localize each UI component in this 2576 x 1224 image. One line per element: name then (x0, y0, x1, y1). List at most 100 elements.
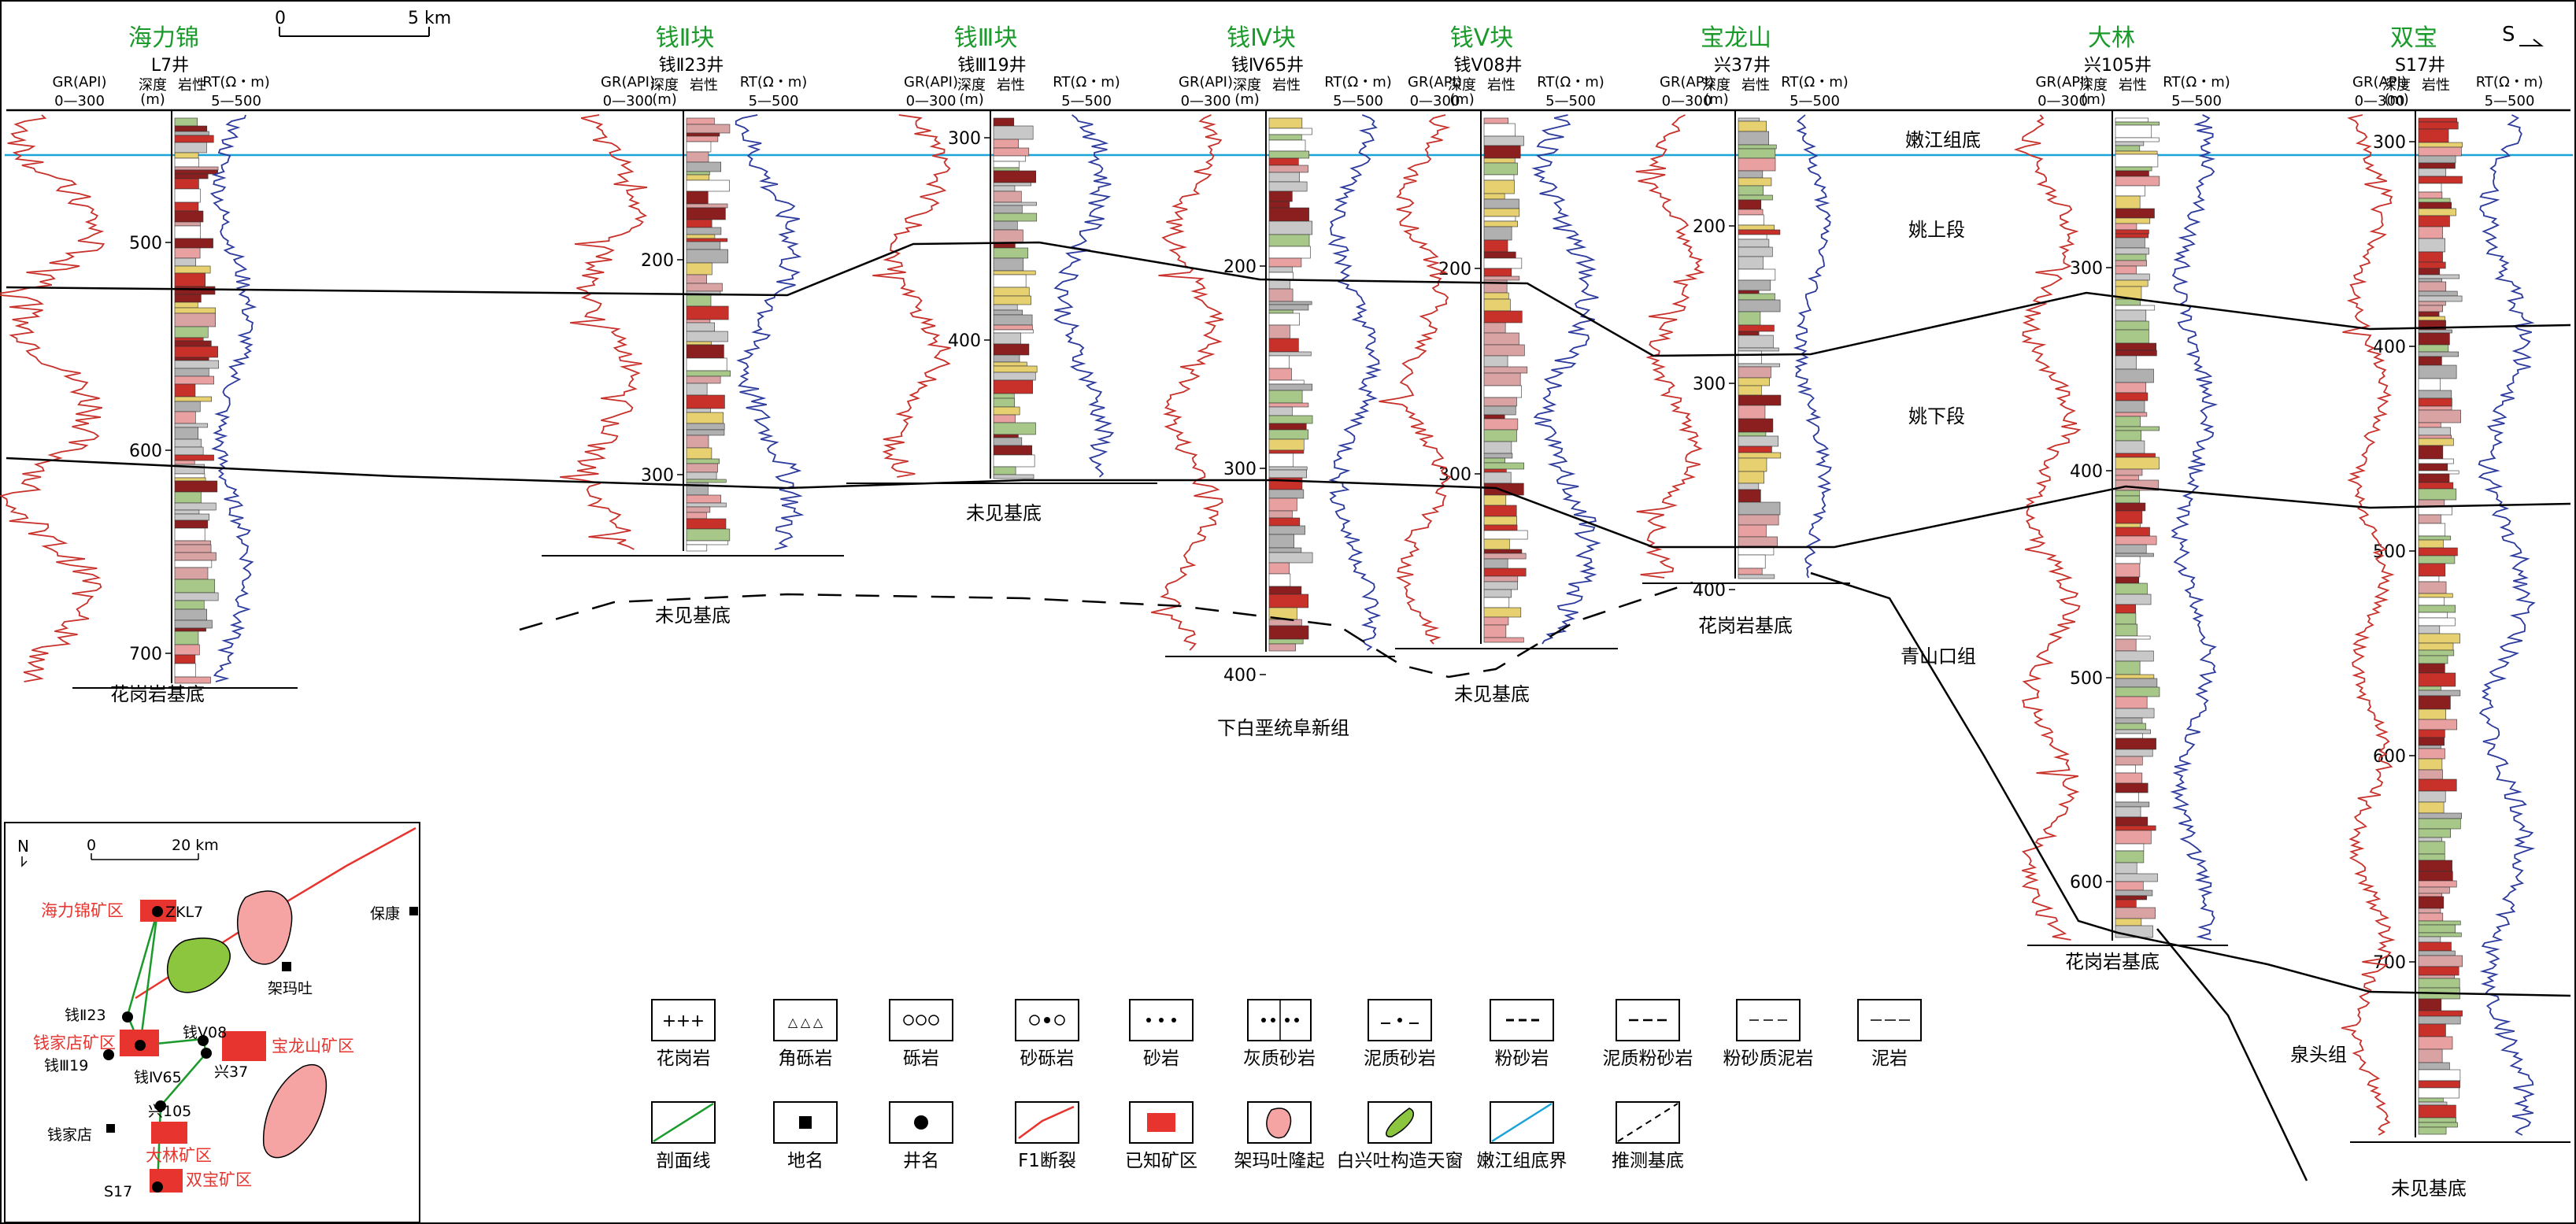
legend: +++花岗岩△△△角砾岩砾岩砂砾岩砂岩灰质砂岩泥质砂岩粉砂岩泥质粉砂岩粉砂质泥岩… (651, 999, 1922, 1171)
litho-bed (2115, 145, 2141, 152)
litho-bed (993, 257, 1024, 272)
legend-glyph (903, 1015, 939, 1026)
inset-label: 双宝矿区 (186, 1170, 252, 1189)
litho-bed (174, 307, 216, 314)
litho-bed (174, 383, 196, 398)
litho-bed (686, 357, 727, 372)
litho-bed (1483, 355, 1508, 368)
inset-well-dot (135, 1040, 146, 1051)
litho-bed (1268, 246, 1311, 259)
litho-bed (2115, 708, 2155, 719)
litho-bed (174, 188, 201, 203)
litho-bed (2418, 523, 2446, 537)
litho-bed (2418, 978, 2460, 989)
quantou-basement-line (2156, 928, 2308, 1181)
litho-bed (993, 185, 1016, 192)
litho-bed (2418, 1101, 2448, 1106)
well-name: 兴37井 (1714, 56, 1771, 76)
legend-label: 粉砂岩 (1495, 1048, 1549, 1069)
litho-bed (2115, 121, 2160, 126)
litho-bed (1483, 468, 1507, 473)
litho-bed (2418, 729, 2445, 738)
litho-bed (1483, 208, 1520, 217)
depth-label: 600 (2070, 873, 2103, 893)
rt-range: 5—500 (1333, 93, 1383, 109)
litho-bed (1483, 597, 1510, 608)
inset-label: 架玛吐 (268, 980, 313, 997)
litho-bed (1268, 489, 1305, 499)
litho-bed (174, 544, 212, 553)
legend-label: 砾岩 (903, 1048, 939, 1069)
litho-bed (174, 608, 207, 621)
inset-labels: 海力锦矿区钱家店矿区宝龙山矿区大林矿区双宝矿区ZKL7钱Ⅱ23钱Ⅲ19钱Ⅴ08钱… (33, 901, 400, 1200)
litho-bed (1268, 207, 1309, 222)
litho-bed (2115, 527, 2150, 537)
litho-bed (1738, 331, 1760, 336)
litho-bed (2115, 137, 2160, 142)
litho-bed (1738, 431, 1767, 437)
litho-bed (686, 518, 727, 530)
litho-bed (1738, 256, 1764, 270)
legend-glyph (653, 1102, 714, 1143)
litho-bed (993, 213, 1038, 222)
litho-bed (686, 512, 707, 520)
litho-bed (1483, 418, 1519, 431)
litho-bed (1738, 335, 1774, 349)
litho-bed (2418, 405, 2452, 411)
litho-bed (2418, 364, 2457, 379)
glyph-circle (916, 1015, 927, 1026)
litho-bed (174, 225, 201, 239)
glyph-dot (1261, 1018, 1266, 1022)
litho-bed (2418, 828, 2451, 838)
litho-bed (1483, 429, 1517, 442)
legend-label: 泥质粉砂岩 (1603, 1048, 1693, 1069)
litho-bed (1268, 510, 1293, 519)
scale-zero: 0 (275, 9, 286, 28)
litho-bed (2115, 368, 2154, 383)
litho-bed (2115, 440, 2145, 454)
litho-bed (1483, 239, 1508, 253)
litho-bed (686, 375, 721, 384)
litho-bed (2115, 582, 2148, 595)
litho-bed (174, 527, 205, 542)
litho-bed (993, 117, 1015, 127)
litho-bed (2418, 290, 2458, 297)
formation-yao-upper: 姚上段 (1908, 219, 1965, 241)
glyph-dot (1397, 1018, 1402, 1022)
litho-bed (2418, 880, 2457, 888)
rt-range: 5—500 (1061, 93, 1112, 109)
legend-glyph (1381, 1018, 1419, 1024)
litho-bed (1483, 441, 1512, 454)
litho-bed (2115, 738, 2156, 750)
litho-bed (174, 210, 204, 223)
well-name: 钱Ⅲ19井 (957, 56, 1026, 76)
litho-bed (2418, 482, 2454, 490)
depth-label: 500 (129, 234, 162, 253)
litho-bed (2418, 261, 2446, 269)
inset-uplift-2 (262, 1064, 328, 1159)
litho-bed (993, 287, 1030, 297)
litho-bed (1268, 379, 1305, 385)
litho-bed (174, 238, 213, 249)
inset-baixingtu-window (166, 937, 231, 993)
depth-label: 300 (948, 129, 981, 149)
legend-glyph (799, 1116, 812, 1129)
litho-bed (1738, 574, 1775, 579)
block-name: 钱Ⅳ块 (1227, 24, 1296, 52)
litho-bed (993, 170, 1037, 183)
litho-bed (993, 406, 1020, 416)
inset-mine-dalin (151, 1122, 187, 1144)
glyph-circle (1054, 1015, 1065, 1026)
litho-bed (1268, 449, 1305, 454)
litho-bed (174, 125, 208, 132)
litho-bed (174, 142, 207, 153)
litho-bed (1738, 214, 1764, 226)
litho-bed (686, 171, 710, 176)
litho-bed (1268, 390, 1303, 404)
north-label: S (2502, 23, 2515, 46)
litho-bed (1738, 385, 1762, 396)
glyph-cross: + (690, 1011, 705, 1031)
litho-bed (174, 326, 209, 338)
